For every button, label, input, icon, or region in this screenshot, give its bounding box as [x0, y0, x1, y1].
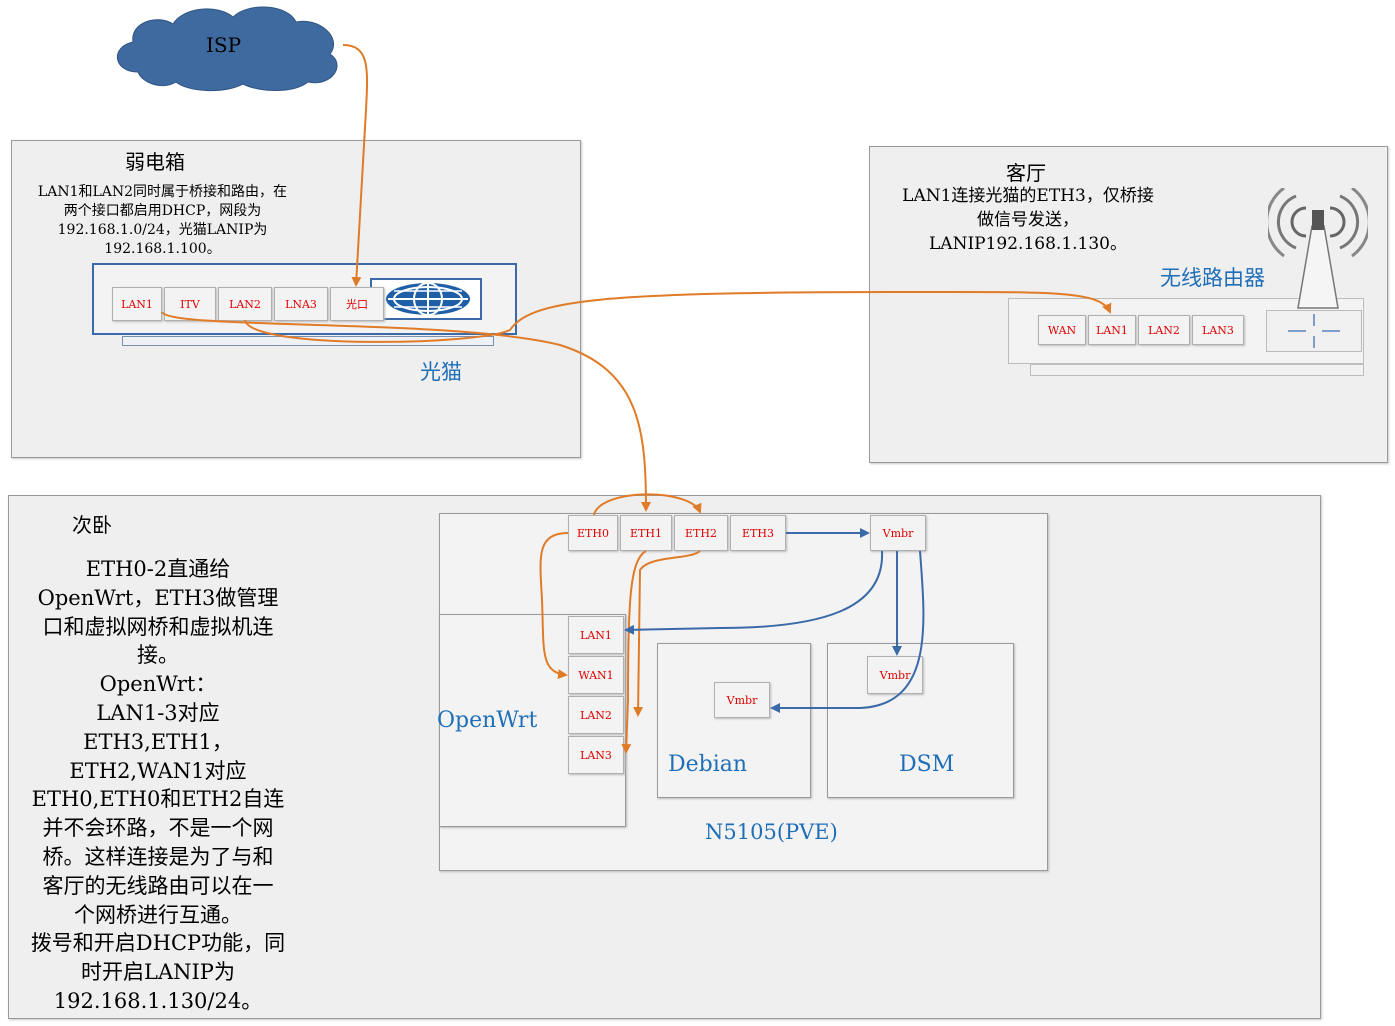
pve-vmbr[interactable]: Vmbr — [870, 515, 926, 551]
living-room-note: LAN1连接光猫的ETH3，仅桥接 做信号发送， LANIP192.168.1.… — [902, 186, 1154, 254]
openwrt-label: OpenWrt — [437, 708, 538, 733]
wire-eth0-wan1 — [539, 532, 569, 680]
modem-port-fiber[interactable]: 光口 — [330, 287, 384, 321]
router-panel-icon — [1266, 310, 1362, 352]
modem-port-lan1[interactable]: LAN1 — [112, 287, 162, 321]
router-port-wan[interactable]: WAN — [1038, 315, 1086, 345]
router-port-lan1[interactable]: LAN1 — [1088, 315, 1136, 345]
openwrt-port-lan2[interactable]: LAN2 — [568, 696, 624, 734]
pve-port-eth0[interactable]: ETH0 — [568, 515, 618, 551]
wire-eth1-lan3 — [621, 550, 647, 754]
pve-port-eth3[interactable]: ETH3 — [730, 515, 786, 551]
router-port-lan3[interactable]: LAN3 — [1192, 315, 1244, 345]
weak-box-title: 弱电箱 — [125, 150, 185, 174]
wire-eth2-lan2 — [633, 550, 701, 717]
wire-lan1-eth1 — [161, 311, 651, 512]
debian-label: Debian — [668, 752, 748, 777]
dsm-label: DSM — [899, 752, 955, 777]
pve-label: N5105(PVE) — [705, 820, 838, 844]
debian-vm — [657, 643, 811, 798]
modem-port-lan2[interactable]: LAN2 — [218, 287, 272, 321]
openwrt-port-wan1[interactable]: WAN1 — [568, 656, 624, 694]
wire-eth0-eth2 — [593, 493, 702, 516]
weak-box-note: LAN1和LAN2同时属于桥接和路由，在 两个接口都启用DHCP，网段为 192… — [37, 184, 288, 257]
wire-lan2-router — [244, 290, 1112, 343]
wire-vmbr-debian — [770, 550, 925, 713]
isp-label: ISP — [206, 33, 242, 57]
modem-port-itv[interactable]: ITV — [164, 287, 216, 321]
wire-vmbr-lan1 — [624, 550, 884, 635]
openwrt-port-lan1[interactable]: LAN1 — [568, 616, 624, 654]
router-port-lan2[interactable]: LAN2 — [1138, 315, 1190, 345]
modem-port-lna3[interactable]: LNA3 — [274, 287, 328, 321]
pve-port-eth2[interactable]: ETH2 — [674, 515, 728, 551]
debian-vmbr[interactable]: Vmbr — [714, 682, 770, 718]
router-base — [1030, 364, 1364, 376]
modem-base — [122, 336, 494, 346]
bedroom-note: ETH0-2直通给 OpenWrt，ETH3做管理 口和虚拟网桥和虚拟机连 接。… — [30, 557, 286, 1013]
globe-icon — [386, 282, 470, 316]
openwrt-port-lan3[interactable]: LAN3 — [568, 736, 624, 774]
antenna-icon — [1268, 188, 1368, 309]
living-room-title: 客厅 — [1006, 161, 1046, 185]
bedroom-title: 次卧 — [72, 513, 112, 537]
pve-port-eth1[interactable]: ETH1 — [620, 515, 672, 551]
wire-isp-fiber — [342, 44, 369, 287]
isp-cloud — [116, 6, 338, 92]
router-label: 无线路由器 — [1160, 266, 1265, 290]
modem-label: 光猫 — [420, 360, 462, 384]
